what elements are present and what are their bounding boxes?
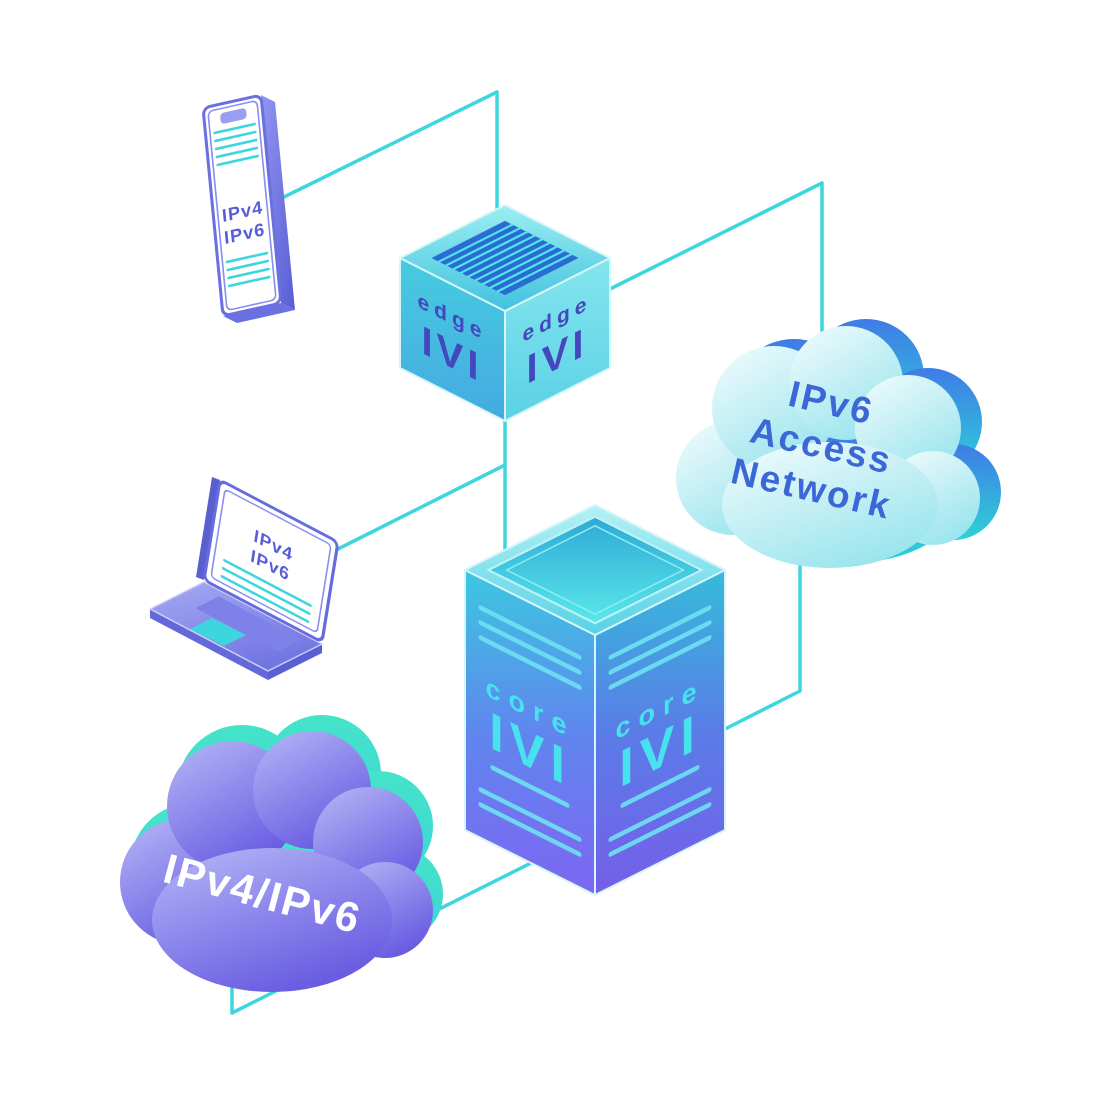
- core-left-stripes-top: [478, 605, 582, 690]
- access-cloud-body: [676, 326, 980, 568]
- laptop-touchpad: [190, 618, 246, 646]
- core-left-stripes-bottom: [478, 765, 582, 857]
- cube-top-panel-stripes: [437, 223, 573, 293]
- laptop-screen-inner: [210, 489, 332, 633]
- link-access-cloud-core: [723, 558, 802, 731]
- ipv6-access-network-cloud: IPv6 Access Network: [676, 319, 1001, 568]
- link-phone-edge: [282, 90, 499, 213]
- ipv4-ipv6-cloud: IPv4/IPv6: [120, 715, 443, 992]
- phone-screen: [207, 100, 277, 311]
- core-top-panel: [486, 515, 704, 625]
- core-right-stripes-bottom: [608, 765, 712, 857]
- laptop-base-front-left: [150, 609, 268, 680]
- phone-screen-lines-top: [213, 122, 259, 167]
- core-top-panel-inner-outline: [504, 524, 686, 616]
- laptop-keyboard: [195, 596, 302, 652]
- laptop: IPv4 IPv6: [149, 477, 339, 680]
- dual-cloud-body: [120, 731, 433, 992]
- phone-side-face: [261, 95, 295, 310]
- laptop-screen-side: [196, 477, 220, 580]
- edge-router-cube: edge IVI edge IVI: [399, 204, 611, 422]
- link-laptop-core: [334, 463, 507, 552]
- core-router-tower: core IVI core IVI: [464, 504, 726, 896]
- phone-bottom-face: [223, 303, 295, 323]
- link-edge-access-cloud: [608, 181, 824, 347]
- laptop-screen-lines: [220, 558, 312, 624]
- smartphone: IPv4 IPv6: [202, 94, 295, 323]
- phone-notch: [220, 108, 247, 124]
- laptop-base-front-right: [268, 644, 322, 680]
- core-right-stripes-top: [608, 605, 712, 690]
- phone-screen-lines-bottom: [225, 251, 271, 288]
